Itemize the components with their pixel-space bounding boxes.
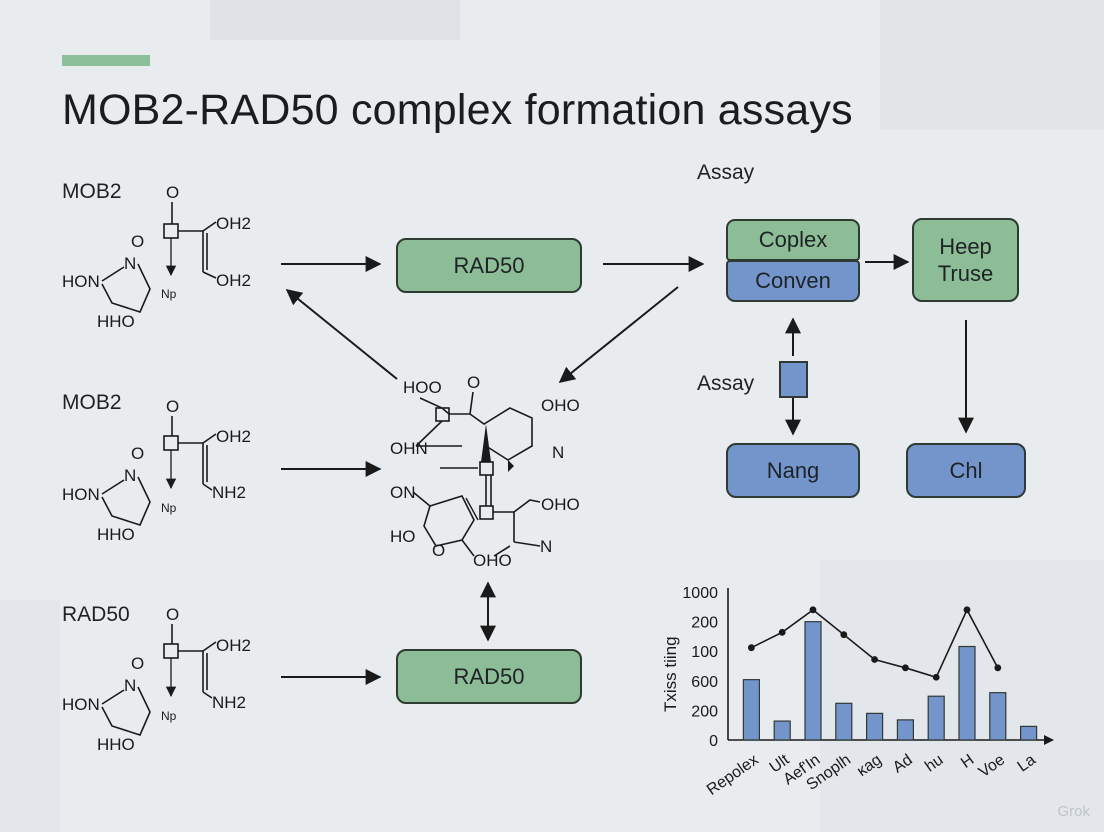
- chl-box: Chl: [906, 443, 1026, 498]
- chart-category-label: H: [958, 751, 977, 772]
- hho-3: HHO: [97, 735, 135, 754]
- tail-top-1: OH2: [216, 214, 251, 233]
- page-title: MOB2-RAD50 complex formation assays: [62, 86, 853, 134]
- chart-bar: [835, 702, 853, 741]
- hon-2: HON: [62, 485, 100, 504]
- chart-category-label: Ad: [890, 751, 916, 776]
- center-label-ho: HO: [390, 527, 416, 546]
- assay-header-label: Assay: [697, 161, 755, 184]
- center-label-o: O: [467, 373, 480, 392]
- chart-y-tick-label: 600: [691, 674, 718, 691]
- chart-line-point: [809, 606, 817, 614]
- nang-box: Nang: [726, 443, 860, 498]
- np-label-1: Np: [161, 287, 177, 301]
- chart-line-point: [902, 664, 909, 672]
- chart-line-point: [778, 628, 786, 636]
- hon-1: HON: [62, 272, 100, 291]
- ring-o-3: O: [131, 654, 144, 673]
- chart-y-tick-label: 1000: [682, 585, 718, 602]
- molecule-label-mob2-middle: MOB2: [62, 391, 122, 414]
- chart-line-point: [932, 673, 940, 681]
- chart-bar: [773, 720, 791, 741]
- chart-category-label: La: [1015, 751, 1039, 775]
- ring-o-2: O: [131, 444, 144, 463]
- tail-top-2: OH2: [216, 427, 251, 446]
- ring-n-1: N: [124, 254, 136, 273]
- tail-top-3: OH2: [216, 636, 251, 655]
- assay-marker-square: [779, 361, 808, 398]
- flow-arrows: [281, 254, 974, 685]
- center-label-oho-bottom: OHO: [473, 551, 512, 570]
- chart-x-axis-arrow: [1044, 735, 1054, 745]
- molecule-structure-1: O OH2 OH2 Np O N HON HHO: [62, 183, 251, 331]
- heep-truse-box: Heep Truse: [912, 218, 1019, 302]
- conven-box: Conven: [726, 260, 860, 302]
- center-label-hoo: HOO: [403, 378, 442, 397]
- chart-bar: [742, 679, 761, 741]
- tail-bottom-1: OH2: [216, 271, 251, 290]
- center-structure: HOO O OHO OHN N ON OHO HO O OHO N: [390, 373, 580, 570]
- molecule-label-mob2-top: MOB2: [62, 180, 122, 203]
- atom-o-top-3: O: [166, 605, 179, 624]
- hho-1: HHO: [97, 312, 135, 331]
- atom-o-top: O: [166, 183, 179, 202]
- ring-o-1: O: [131, 232, 144, 251]
- center-label-n: N: [552, 443, 564, 462]
- chart-bar: [958, 645, 976, 741]
- chart-y-tick-label: 100: [691, 644, 718, 661]
- center-label-oho-top: OHO: [541, 396, 580, 415]
- chart-line-point: [994, 664, 1002, 672]
- chart-bar: [1019, 725, 1038, 741]
- chart-category-label: hu: [922, 751, 946, 775]
- chart-bar: [989, 692, 1007, 741]
- np-label-3: Np: [161, 709, 177, 723]
- chart-line-point: [963, 606, 971, 614]
- center-label-on: ON: [390, 483, 416, 502]
- arrow-assay-to-center: [558, 286, 679, 384]
- atom-o-top-2: O: [166, 397, 179, 416]
- rad50-box-bottom: RAD50: [396, 649, 582, 704]
- chart-category-label: ĸag: [854, 751, 885, 780]
- np-label-2: Np: [161, 501, 177, 515]
- chart-y-tick-label: 200: [691, 615, 718, 632]
- rad50-box-top: RAD50: [396, 238, 582, 293]
- hon-3: HON: [62, 695, 100, 714]
- chart-line-point: [840, 631, 848, 639]
- chart-y-tick-label: 0: [709, 733, 718, 750]
- chart-category-label: Voe: [976, 751, 1008, 781]
- chart-bar: [927, 695, 945, 741]
- center-label-n-bottom: N: [540, 537, 552, 556]
- molecule-structure-2: O OH2 NH2 Np O N HON HHO: [62, 397, 251, 544]
- chart-line-point: [748, 644, 755, 652]
- tail-bottom-3: NH2: [212, 693, 246, 712]
- ring-n-3: N: [124, 676, 136, 695]
- accent-bar: [62, 55, 150, 66]
- hho-2: HHO: [97, 525, 135, 544]
- molecule-structure-3: O OH2 NH2 Np O N HON HHO: [62, 605, 251, 754]
- heep-truse-line2: Truse: [937, 261, 994, 286]
- center-label-oho-mid: OHO: [541, 495, 580, 514]
- chart-y-tick-label: 200: [691, 703, 718, 720]
- chart-bar: [896, 719, 915, 741]
- molecule-label-rad50: RAD50: [62, 603, 130, 626]
- assay-side-label: Assay: [697, 372, 755, 395]
- coplex-box: Coplex: [726, 219, 860, 261]
- watermark: Grok: [1057, 803, 1090, 820]
- ring-n-2: N: [124, 466, 136, 485]
- chart-bar: [804, 621, 822, 741]
- chart-bar: [865, 712, 884, 741]
- chart-line-point: [871, 656, 878, 663]
- chart-y-axis-label: Txiss tiing: [661, 636, 680, 712]
- chart-category-label: Repolex: [704, 751, 762, 799]
- heep-truse-line1: Heep: [939, 233, 992, 259]
- tail-bottom-2: NH2: [212, 483, 246, 502]
- arrow-center-to-mol1: [285, 288, 398, 380]
